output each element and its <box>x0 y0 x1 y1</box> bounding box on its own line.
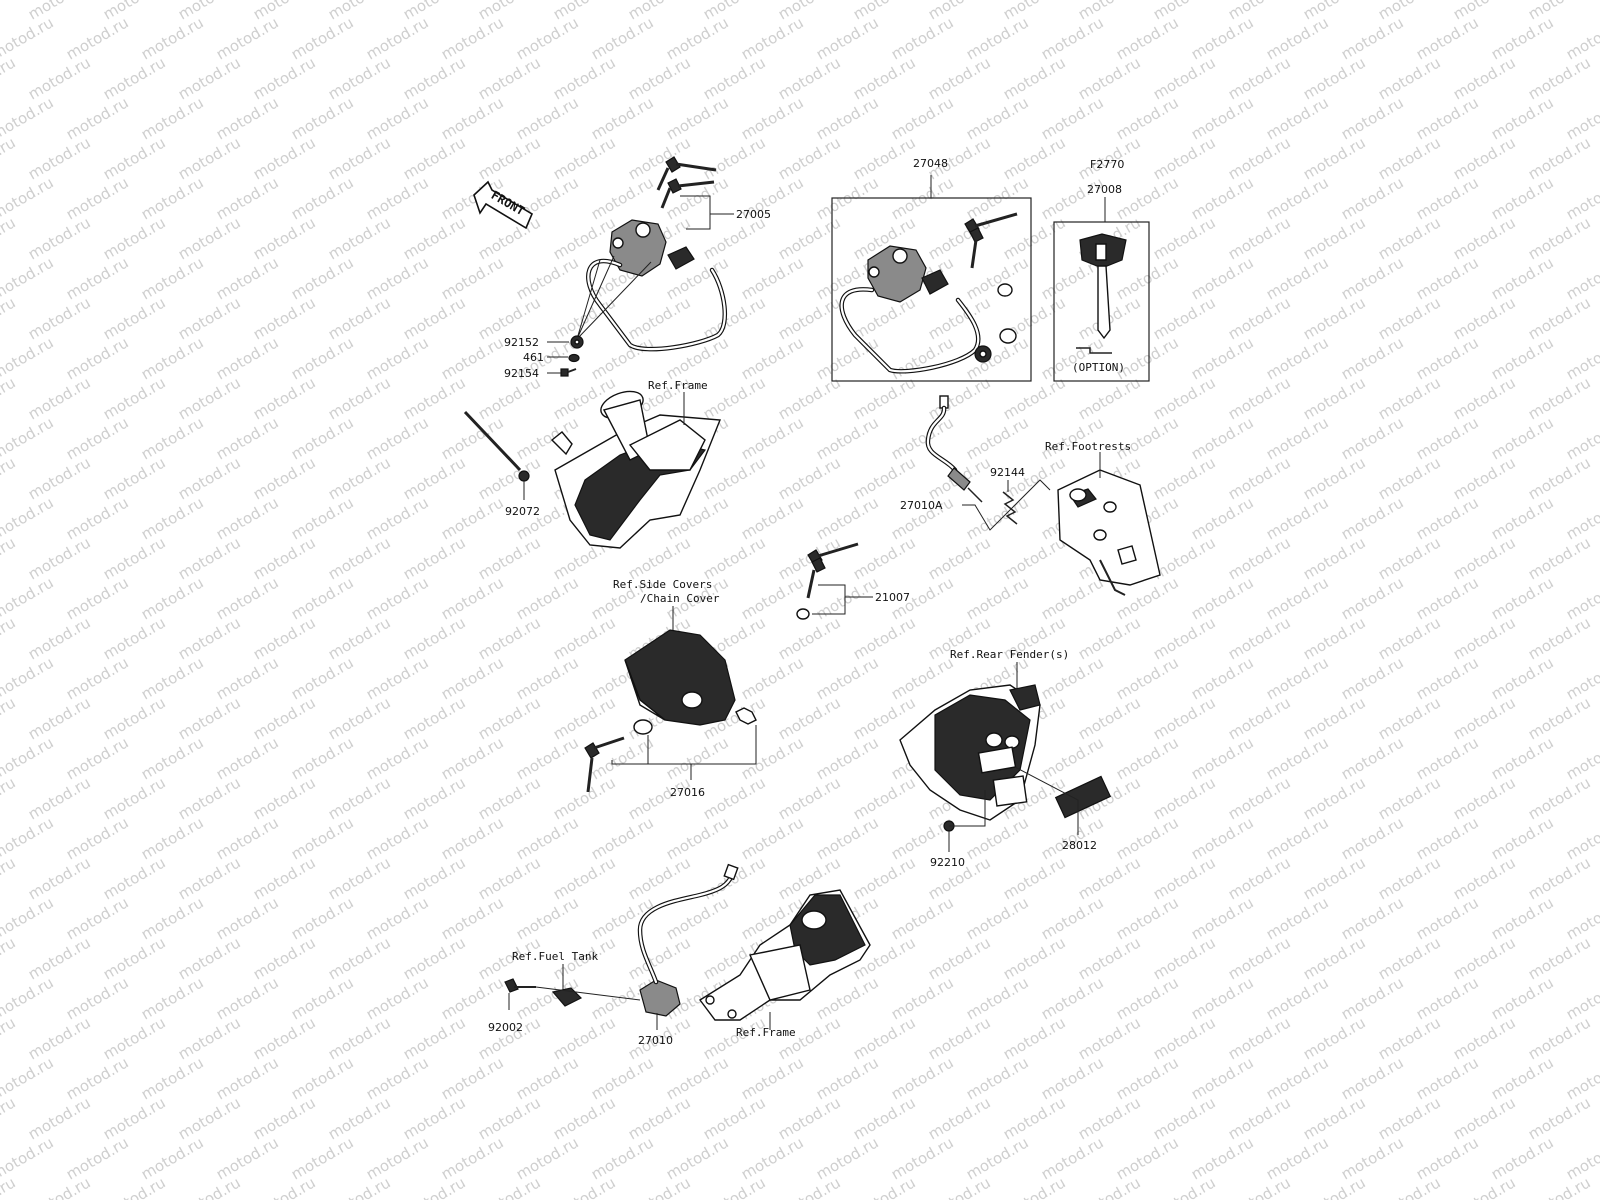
label-option: (OPTION) <box>1072 361 1125 374</box>
switch-set-27048-box[interactable] <box>831 197 1032 382</box>
label-27010a: 27010A <box>900 499 943 512</box>
label-ref-frame-bottom: Ref.Frame <box>736 1026 796 1039</box>
label-ref-side-covers-1: Ref.Side Covers <box>613 578 712 591</box>
cable-tie-92072[interactable] <box>518 470 530 482</box>
switch-27010[interactable] <box>637 863 739 1017</box>
label-f2770: F2770 <box>1090 158 1124 171</box>
frame-bottom-reference <box>698 889 871 1021</box>
switch-27010a[interactable] <box>925 395 983 503</box>
label-27010: 27010 <box>638 1034 673 1047</box>
side-cover-reference <box>624 629 736 726</box>
key-pair-icon-27048 <box>964 212 1018 269</box>
label-92072: 92072 <box>505 505 540 518</box>
key-set-21007[interactable] <box>796 542 859 620</box>
nut-461[interactable] <box>568 353 580 363</box>
footrest-bracket-reference <box>1057 469 1161 596</box>
key-pair-icon <box>656 156 717 209</box>
frame-head-pipe-reference <box>463 390 722 549</box>
reflector-28012[interactable] <box>1054 775 1112 819</box>
front-arrow-icon: FRONT <box>473 180 534 230</box>
bracket-fuel-tank-reference <box>551 987 583 1007</box>
label-92210: 92210 <box>930 856 965 869</box>
label-92144: 92144 <box>990 466 1025 479</box>
spring-92144[interactable] <box>1002 491 1018 525</box>
label-92154: 92154 <box>504 367 539 380</box>
label-ref-side-covers-2: /Chain Cover <box>640 592 720 605</box>
label-27048: 27048 <box>913 157 948 170</box>
washer-92152[interactable] <box>570 335 584 349</box>
label-ref-footrests: Ref.Footrests <box>1045 440 1131 453</box>
label-92152: 92152 <box>504 336 539 349</box>
label-28012: 28012 <box>1062 839 1097 852</box>
bolt-92002[interactable] <box>504 978 536 993</box>
label-ref-fuel-tank: Ref.Fuel Tank <box>512 950 598 963</box>
label-27008: 27008 <box>1087 183 1122 196</box>
rear-fender-reference <box>899 684 1041 821</box>
bolt-92154[interactable] <box>560 368 577 377</box>
label-ref-rear-fender: Ref.Rear Fender(s) <box>950 648 1069 661</box>
label-27016: 27016 <box>670 786 705 799</box>
label-27005: 27005 <box>736 208 771 221</box>
label-21007: 21007 <box>875 591 910 604</box>
label-ref-frame-top: Ref.Frame <box>648 379 708 392</box>
blank-key-27008-box[interactable]: (OPTION) <box>1053 221 1150 382</box>
label-461: 461 <box>523 351 544 364</box>
ignition-switch-assembly-27005[interactable] <box>586 156 727 352</box>
label-92002: 92002 <box>488 1021 523 1034</box>
lock-set-27016[interactable] <box>584 707 757 793</box>
